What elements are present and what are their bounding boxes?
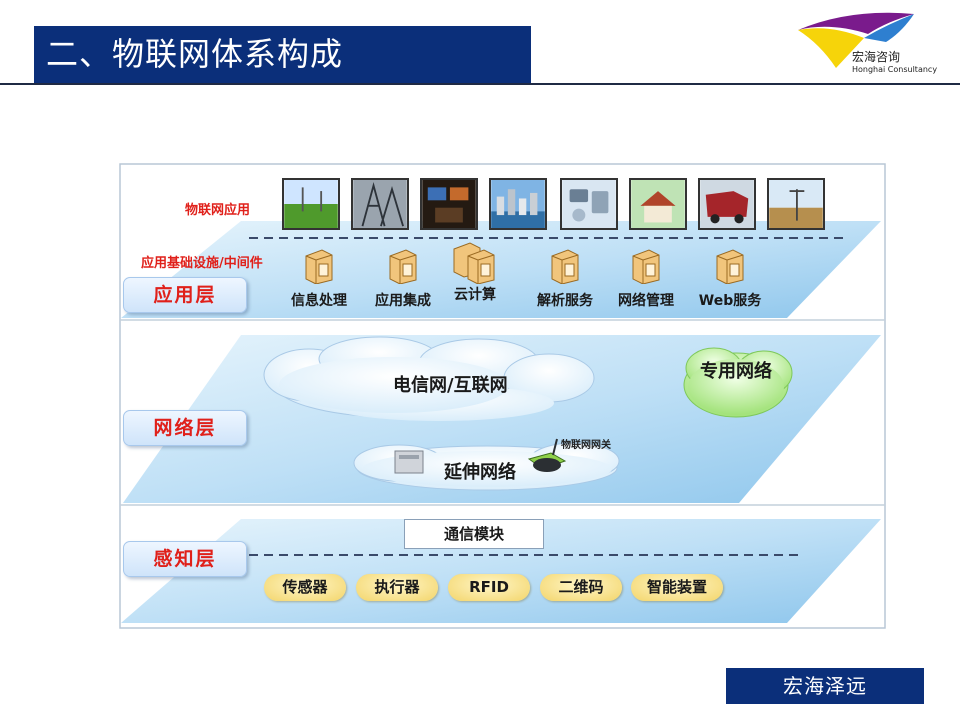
logo-name-cn: 宏海咨询 <box>852 50 901 64</box>
page-title: 二、物联网体系构成 <box>46 35 344 73</box>
service-item: 网络管理 <box>606 248 686 310</box>
server-icon <box>716 249 744 284</box>
service-item: 应用集成 <box>363 248 443 310</box>
application-layer-tab: 应用层 <box>123 277 247 313</box>
service-label: 解析服务 <box>537 293 593 309</box>
diagram-background <box>119 163 886 629</box>
company-logo: 宏海咨询 Honghai Consultancy <box>790 8 950 80</box>
service-label: 网络管理 <box>618 293 674 309</box>
server-device-icon <box>394 450 424 474</box>
service-label: 云计算 <box>454 287 496 303</box>
gateway-device-icon <box>527 438 567 472</box>
app-photo-logistics-truck <box>698 178 756 230</box>
iot-applications-label: 物联网应用 <box>185 203 251 218</box>
service-label: 应用集成 <box>375 293 431 309</box>
app-infrastructure-label: 应用基础设施/中间件 <box>141 256 263 271</box>
device-pill: RFID <box>448 574 530 601</box>
perception-layer-tab: 感知层 <box>123 541 247 577</box>
telecom-cloud <box>263 336 595 421</box>
app-photo-smart-city <box>489 178 547 230</box>
iot-architecture-diagram: 物联网应用 应用基础设施/中间件 信息处理 应用集成 云计算 解析服务 网络管理… <box>119 163 886 629</box>
service-label: 信息处理 <box>291 293 347 309</box>
private-network-cloud <box>683 347 793 418</box>
server-icon <box>305 249 333 284</box>
telecom-internet-label: 电信网/互联网 <box>393 375 508 396</box>
logo-mark-icon <box>798 12 914 68</box>
communication-module-box: 通信模块 <box>404 519 544 549</box>
network-layer-tab: 网络层 <box>123 410 247 446</box>
iot-gateway-label: 物联网网关 <box>561 440 611 451</box>
server-icon <box>389 249 417 284</box>
service-item: 云计算 <box>435 241 515 304</box>
app-photo-environment-monitor <box>767 178 825 230</box>
server-icon <box>632 249 660 284</box>
app-photo-smart-house <box>629 178 687 230</box>
logo-name-en: Honghai Consultancy <box>852 65 938 74</box>
device-pill: 二维码 <box>540 574 622 601</box>
private-network-label: 专用网络 <box>700 361 772 382</box>
service-item: 信息处理 <box>279 248 359 310</box>
app-photo-control-room <box>420 178 478 230</box>
server-icon <box>551 249 579 284</box>
server-cluster-icon <box>453 242 495 284</box>
app-photo-smart-home-devices <box>560 178 618 230</box>
footer-brand: 宏海泽远 <box>726 668 924 704</box>
device-pill: 执行器 <box>356 574 438 601</box>
app-photo-agriculture <box>282 178 340 230</box>
service-item: 解析服务 <box>525 248 605 310</box>
app-photo-power-grid <box>351 178 409 230</box>
service-item: Web服务 <box>690 248 770 310</box>
title-banner: 二、物联网体系构成 <box>34 26 531 83</box>
title-divider <box>0 83 960 85</box>
device-pill: 传感器 <box>264 574 346 601</box>
extended-network-label: 延伸网络 <box>444 462 516 483</box>
application-plane <box>121 221 881 318</box>
device-pill: 智能装置 <box>631 574 723 601</box>
service-label: Web服务 <box>698 293 762 309</box>
